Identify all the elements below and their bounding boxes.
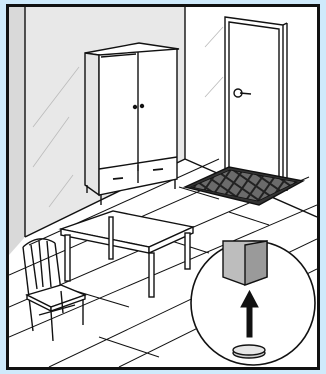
table-icon	[58, 210, 196, 298]
doormat-icon	[182, 166, 306, 206]
illustration-panel	[6, 4, 320, 370]
magnifier-callout-icon	[190, 240, 316, 366]
wardrobe-icon	[84, 42, 180, 205]
chair-icon	[22, 238, 87, 342]
door-handle-icon	[233, 88, 252, 98]
leg-icon	[222, 240, 268, 286]
room-illustration	[9, 7, 317, 367]
door	[224, 16, 288, 191]
arrow-up-icon	[240, 289, 259, 338]
felt-pad-icon	[232, 344, 266, 359]
